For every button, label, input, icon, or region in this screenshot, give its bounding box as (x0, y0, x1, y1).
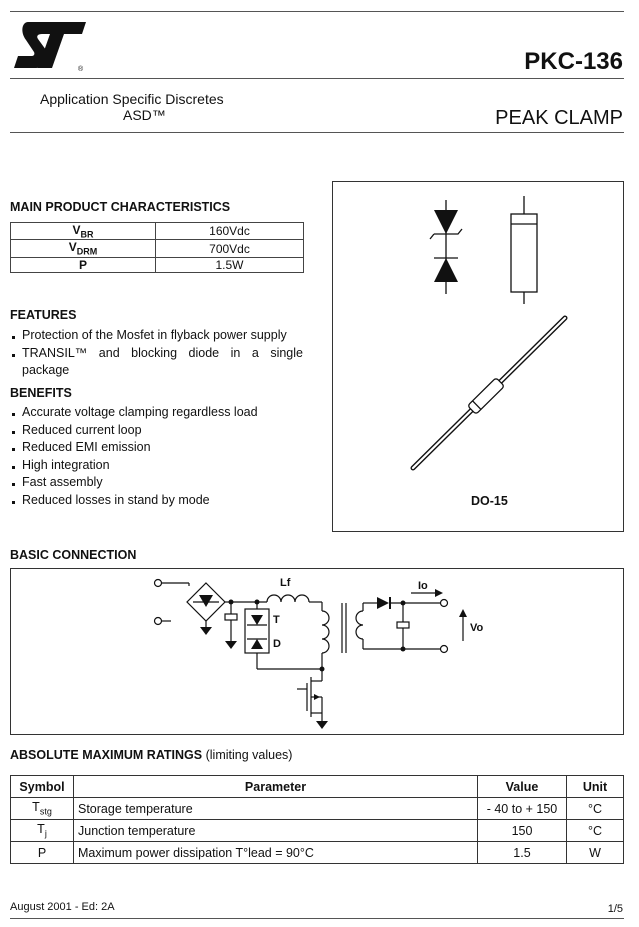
ratings-table: Symbol Parameter Value Unit Tstg Storage… (10, 775, 624, 864)
main-characteristics-table: VBR 160Vdc VDRM 700Vdc P 1.5W (10, 221, 304, 273)
subtitle-rule (10, 132, 624, 133)
page-number: 1/5 (607, 903, 623, 915)
table-row: Tj Junction temperature 150 °C (10, 819, 624, 842)
features-list: Protection of the Mosfet in flyback powe… (10, 327, 303, 380)
list-item: TRANSIL™ and blocking diode in a single … (10, 345, 303, 380)
table-header-row: Symbol Parameter Value Unit (10, 775, 624, 798)
benefits-list: Accurate voltage clamping regardless loa… (10, 404, 310, 510)
list-item: Protection of the Mosfet in flyback powe… (10, 327, 303, 345)
list-item: Reduced losses in stand by mode (10, 492, 310, 510)
diode-symbol-icon (410, 196, 568, 471)
footer-rule (10, 918, 624, 919)
table-row: P Maximum power dissipation T°lead = 90°… (10, 841, 624, 864)
benefits-title: BENEFITS (10, 386, 72, 400)
list-item: Accurate voltage clamping regardless loa… (10, 404, 310, 422)
footer-date: August 2001 - Ed: 2A (10, 901, 115, 913)
product-name: PEAK CLAMP (495, 107, 623, 129)
label-lf: Lf (280, 577, 291, 589)
label-io: Io (418, 580, 428, 592)
label-t: T (273, 614, 280, 626)
features-title: FEATURES (10, 308, 77, 322)
circuit-diagram (153, 578, 467, 729)
table-row: P 1.5W (10, 256, 304, 273)
svg-text:®: ® (78, 65, 84, 72)
subtitle-line1: Application Specific Discretes (40, 91, 224, 107)
part-number: PKC-136 (524, 48, 623, 75)
package-box: DO-15 (332, 181, 624, 532)
subtitle-line2: ASD™ (123, 107, 166, 123)
list-item: High integration (10, 457, 310, 475)
basic-connection-title: BASIC CONNECTION (10, 548, 137, 562)
main-characteristics-title: MAIN PRODUCT CHARACTERISTICS (10, 200, 231, 214)
list-item: Fast assembly (10, 474, 310, 492)
header-rule (10, 78, 624, 79)
list-item: Reduced current loop (10, 422, 310, 440)
table-row: Tstg Storage temperature - 40 to + 150 °… (10, 797, 624, 820)
basic-connection-box: Lf T D Io Vo (10, 568, 624, 735)
label-d: D (273, 638, 281, 650)
table-row: VBR 160Vdc (10, 221, 304, 241)
st-logo: ® (14, 22, 86, 72)
package-label: DO-15 (471, 494, 508, 508)
ratings-title: ABSOLUTE MAXIMUM RATINGS (limiting value… (10, 748, 293, 762)
top-rule (10, 11, 624, 12)
table-row: VDRM 700Vdc (10, 239, 304, 258)
label-vo: Vo (470, 622, 484, 634)
list-item: Reduced EMI emission (10, 439, 310, 457)
